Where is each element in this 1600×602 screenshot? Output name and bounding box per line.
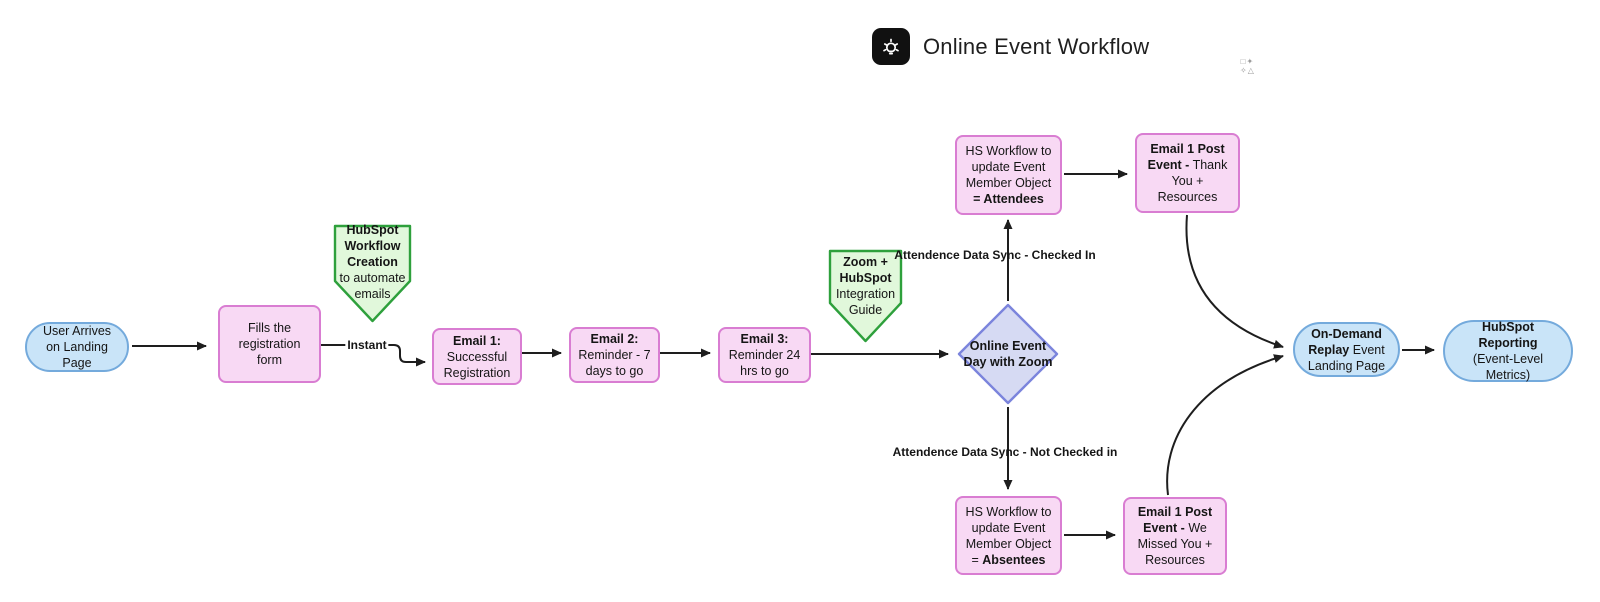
page-title: Online Event Workflow bbox=[923, 33, 1150, 59]
node-hubspot-reporting[interactable]: HubSpot Reporting(Event-Level Metrics) bbox=[1443, 320, 1573, 382]
edge-label-checked-in: Attendence Data Sync - Checked In bbox=[894, 248, 1096, 262]
node-label: On-Demand Replay Event Landing Page bbox=[1307, 326, 1386, 373]
node-hs-workflow-attendees[interactable]: HS Workflow to update Event Member Objec… bbox=[955, 135, 1062, 215]
edge-form-to-email1 bbox=[321, 344, 426, 367]
node-label: Email 1: Successful Registration bbox=[443, 333, 511, 380]
pentagon-shape bbox=[828, 249, 903, 343]
node-label: Email 1 Post Event - We Missed You + Res… bbox=[1137, 505, 1213, 567]
node-email-post-event-missed-you[interactable]: Email 1 Post Event - We Missed You + Res… bbox=[1123, 497, 1227, 575]
edge-label-instant: Instant bbox=[345, 338, 389, 352]
node-label: HS Workflow to update Event Member Objec… bbox=[965, 144, 1052, 206]
node-label: Email 2: Reminder - 7 days to go bbox=[578, 332, 651, 378]
node-on-demand-replay[interactable]: On-Demand Replay Event Landing Page bbox=[1293, 322, 1400, 377]
node-email-2[interactable]: Email 2: Reminder - 7 days to go bbox=[569, 327, 660, 383]
node-label: HubSpot Reporting(Event-Level Metrics) bbox=[1472, 320, 1544, 382]
node-fills-registration-form[interactable]: Fills the registration form bbox=[218, 305, 321, 383]
node-label: Email 3: Reminder 24 hrs to go bbox=[728, 332, 801, 378]
diagram-title: Online Event Workflow bbox=[872, 28, 1149, 65]
node-email-post-event-thank-you[interactable]: Email 1 Post Event - Thank You + Resourc… bbox=[1135, 133, 1240, 213]
node-label: Email 1 Post Event - Thank You + Resourc… bbox=[1147, 142, 1228, 204]
edge-label-not-checked-in: Attendence Data Sync - Not Checked in bbox=[892, 445, 1118, 459]
node-email-1[interactable]: Email 1: Successful Registration bbox=[432, 328, 522, 385]
node-label: User Arrives on Landing Page bbox=[42, 324, 112, 370]
lightbulb-icon bbox=[872, 28, 910, 65]
shapes-icon: □✦ ✧△ bbox=[1240, 57, 1255, 75]
node-email-3[interactable]: Email 3: Reminder 24 hrs to go bbox=[718, 327, 811, 383]
node-label: Fills the registration form bbox=[238, 321, 301, 367]
pentagon-shape bbox=[333, 224, 412, 323]
node-label: HS Workflow to update Event Member Objec… bbox=[965, 504, 1052, 567]
edge-thanks-to-replay bbox=[1185, 214, 1284, 349]
node-online-event-day[interactable]: Online Event Day with Zoom bbox=[957, 303, 1059, 405]
diamond-shape bbox=[957, 303, 1059, 405]
node-label: Online Event Day with Zoom bbox=[963, 339, 1053, 369]
node-user-arrives[interactable]: User Arrives on Landing Page bbox=[25, 322, 129, 372]
edge-missed-to-replay bbox=[1166, 354, 1284, 496]
node-hs-workflow-absentees[interactable]: HS Workflow to update Event Member Objec… bbox=[955, 496, 1062, 575]
